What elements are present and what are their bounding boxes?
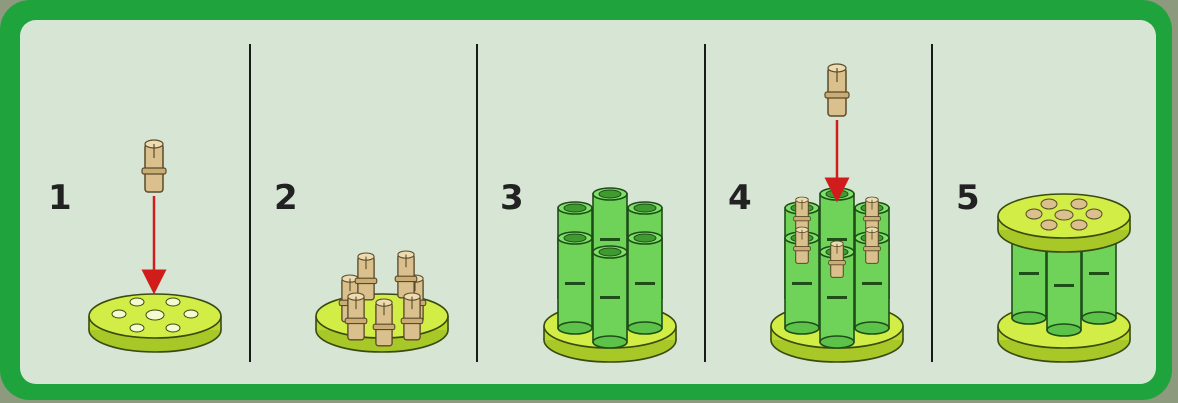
connector-pin-icon	[373, 299, 395, 346]
assembly-illustrations	[20, 20, 1156, 384]
round-base-icon	[998, 194, 1130, 252]
connector-pin-icon	[829, 241, 846, 277]
connector-pin-icon	[401, 293, 423, 340]
step-1-illustration	[89, 140, 221, 352]
instruction-panel: 1 2 3 4 5	[20, 20, 1156, 384]
tube-icon	[593, 246, 627, 348]
tube-icon	[628, 232, 662, 334]
step-5-illustration	[998, 194, 1130, 362]
tube-icon	[558, 232, 592, 334]
connector-pin-icon	[345, 293, 367, 340]
connector-pin-icon	[825, 64, 849, 116]
step-4-illustration	[771, 64, 903, 362]
connector-pin-icon	[395, 251, 417, 298]
round-base-icon	[89, 294, 221, 352]
connector-pin-icon	[794, 227, 811, 263]
connector-pin-icon	[142, 140, 166, 192]
connector-pin-icon	[864, 227, 881, 263]
step-3-illustration	[544, 188, 676, 362]
step-2-illustration	[316, 251, 448, 352]
